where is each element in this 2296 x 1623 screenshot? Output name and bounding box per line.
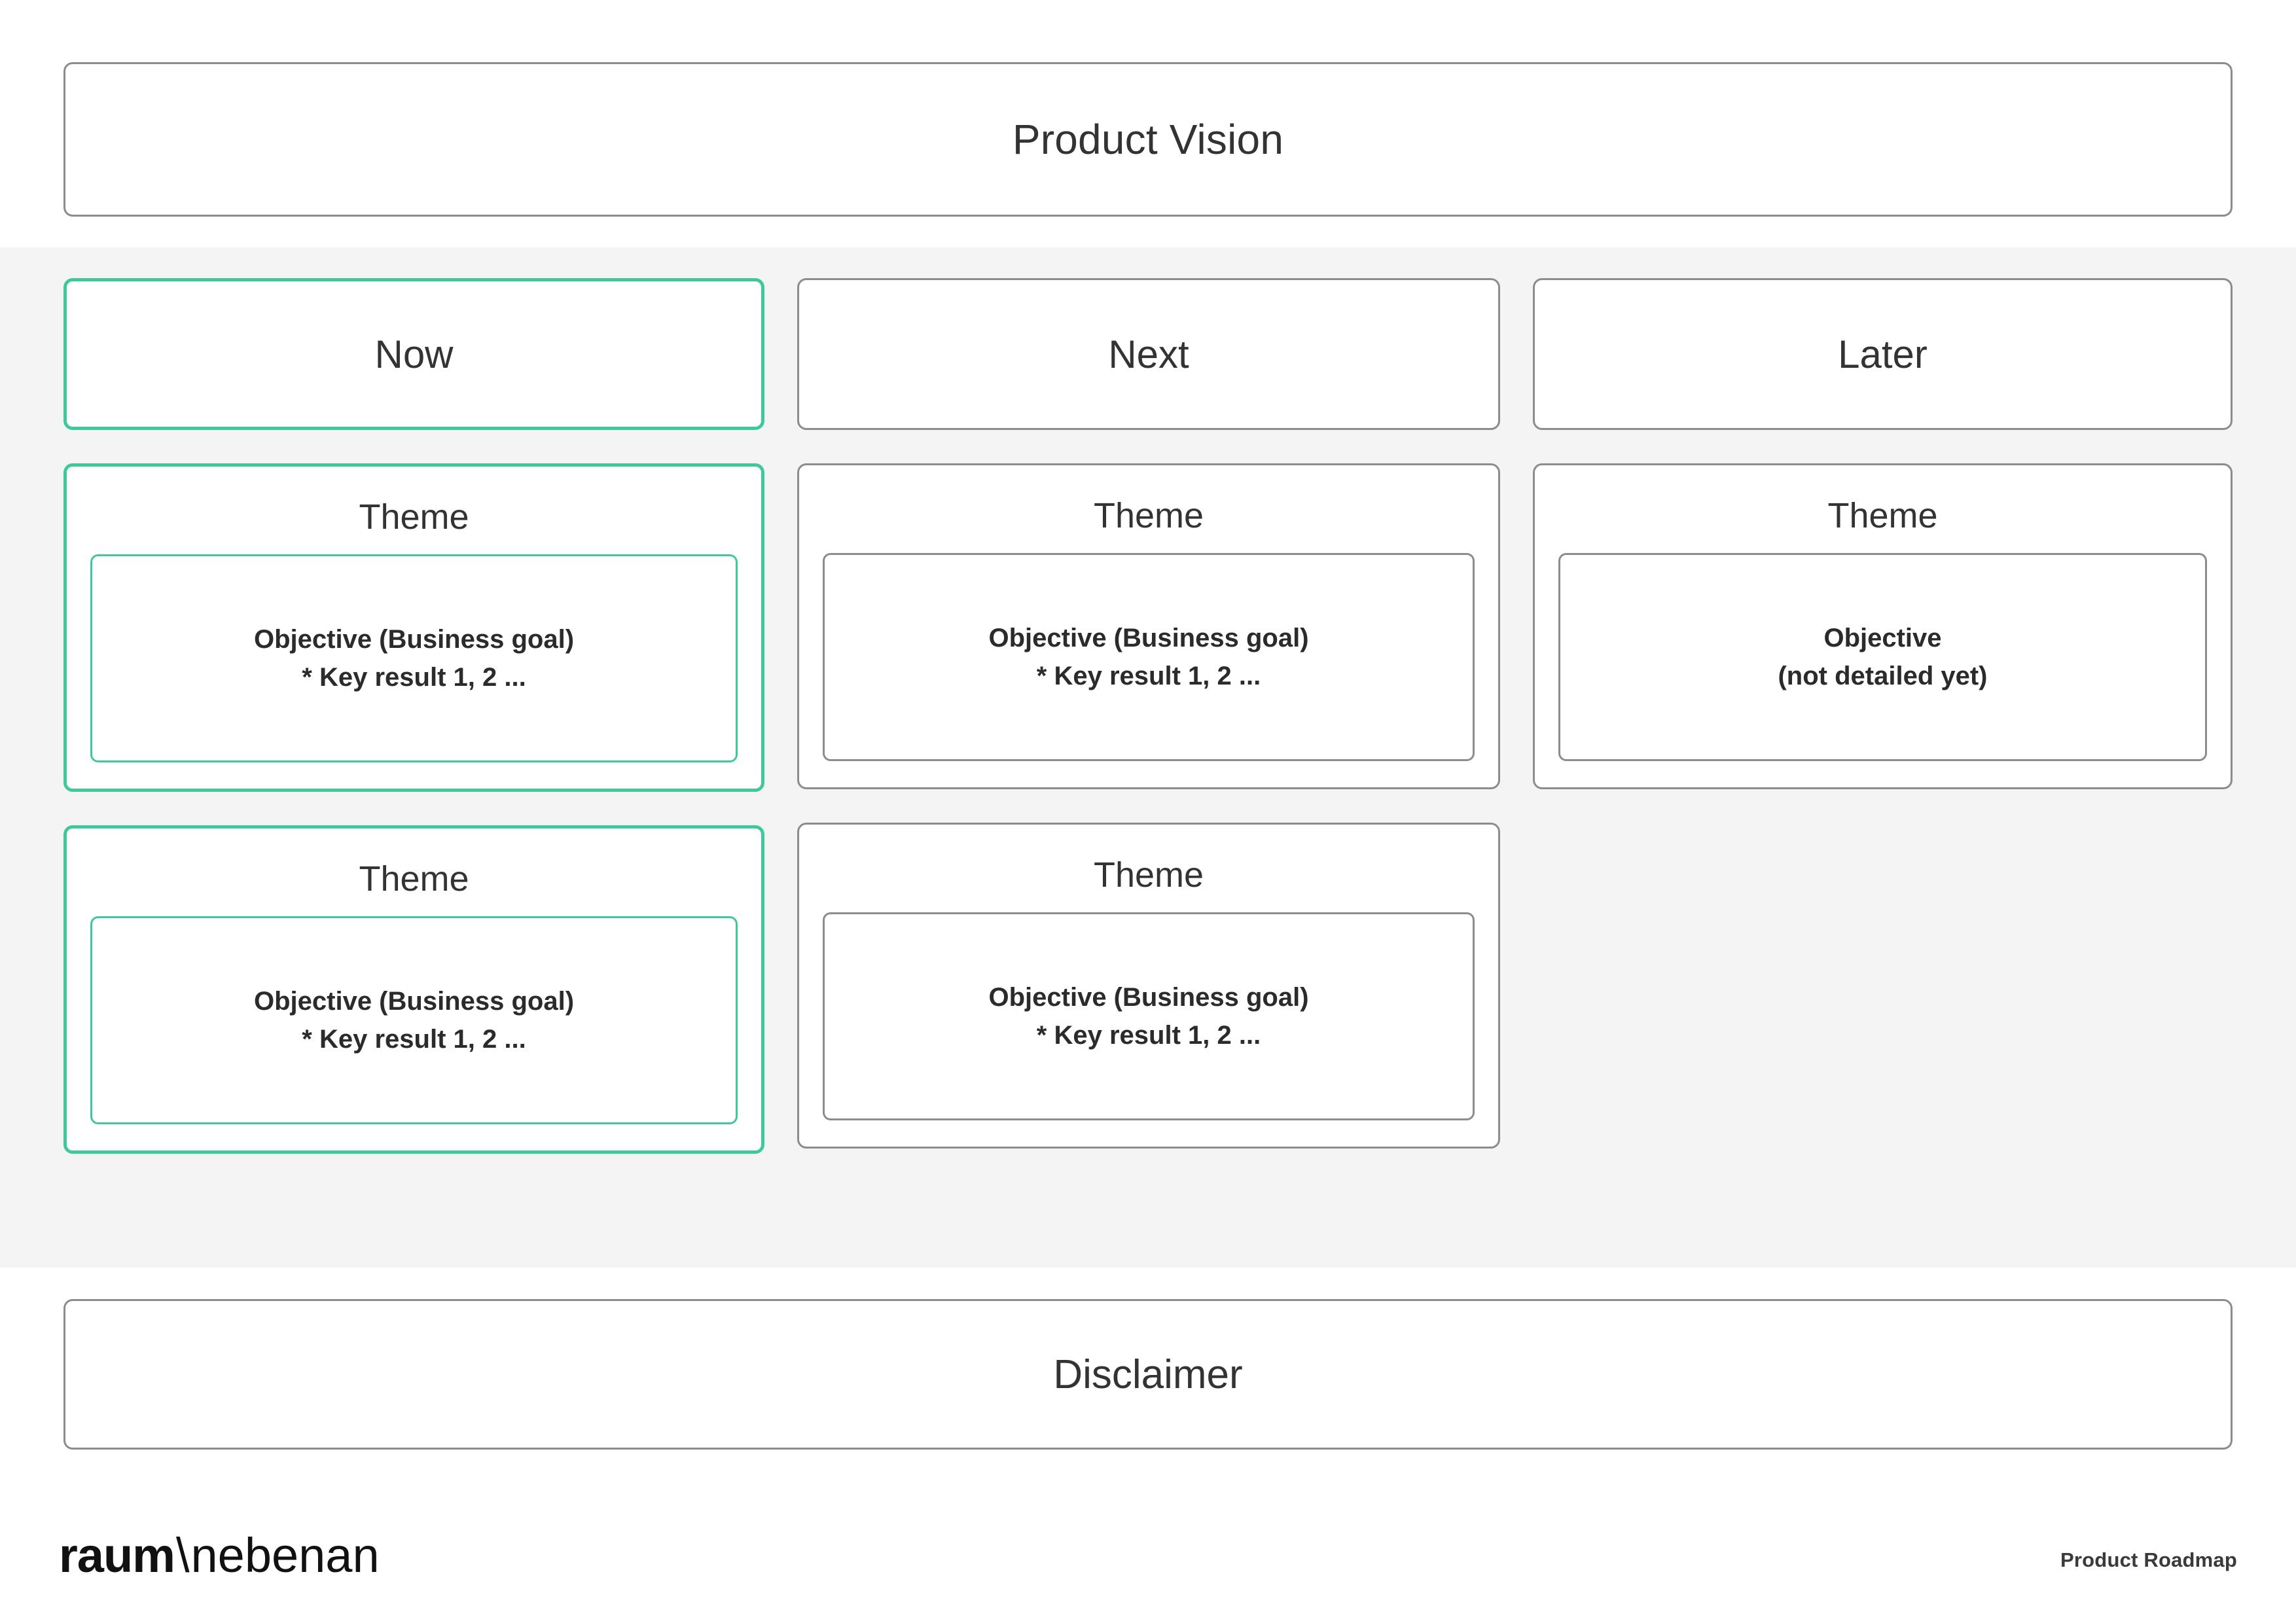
- theme-card[interactable]: Theme Objective (Business goal) * Key re…: [63, 825, 764, 1154]
- brand-logo-light: nebenan: [190, 1528, 380, 1582]
- objective-card[interactable]: Objective (not detailed yet): [1558, 553, 2207, 761]
- column-next: Next Theme Objective (Business goal) * K…: [797, 278, 1500, 1182]
- footer-document-label: Product Roadmap: [2060, 1548, 2237, 1571]
- column-later: Later Theme Objective (not detailed yet): [1533, 278, 2233, 823]
- footer: raum\nebenan Product Roadmap: [0, 1525, 2296, 1623]
- theme-title: Theme: [359, 859, 469, 899]
- brand-logo-strong: raum: [59, 1528, 175, 1582]
- theme-card[interactable]: Theme Objective (Business goal) * Key re…: [797, 823, 1500, 1149]
- theme-title: Theme: [1827, 496, 1938, 535]
- theme-card[interactable]: Theme Objective (Business goal) * Key re…: [63, 463, 764, 792]
- theme-list-later: Theme Objective (not detailed yet): [1533, 463, 2233, 789]
- objective-text: Objective (Business goal) * Key result 1…: [253, 625, 575, 692]
- column-header-next[interactable]: Next: [797, 278, 1500, 430]
- objective-card[interactable]: Objective (Business goal) * Key result 1…: [90, 916, 738, 1124]
- column-header-later[interactable]: Later: [1533, 278, 2233, 430]
- objective-text: Objective (Business goal) * Key result 1…: [988, 624, 1309, 690]
- objective-text: Objective (Business goal) * Key result 1…: [253, 987, 575, 1054]
- objective-card[interactable]: Objective (Business goal) * Key result 1…: [823, 553, 1475, 761]
- theme-title: Theme: [1093, 855, 1204, 895]
- column-header-next-label: Next: [1108, 332, 1189, 376]
- product-vision-card[interactable]: Product Vision: [63, 62, 2233, 217]
- column-now: Now Theme Objective (Business goal) * Ke…: [63, 278, 764, 1187]
- column-header-now[interactable]: Now: [63, 278, 764, 430]
- objective-text: Objective (Business goal) * Key result 1…: [988, 983, 1309, 1050]
- brand-logo: raum\nebenan: [59, 1531, 380, 1580]
- objective-card[interactable]: Objective (Business goal) * Key result 1…: [90, 554, 738, 762]
- product-vision-label: Product Vision: [1012, 116, 1284, 163]
- theme-list-next: Theme Objective (Business goal) * Key re…: [797, 463, 1500, 1149]
- column-header-later-label: Later: [1838, 332, 1928, 376]
- objective-card[interactable]: Objective (Business goal) * Key result 1…: [823, 912, 1475, 1120]
- theme-card[interactable]: Theme Objective (not detailed yet): [1533, 463, 2233, 789]
- brand-logo-slash: \: [175, 1528, 190, 1582]
- disclaimer-label: Disclaimer: [1053, 1351, 1243, 1397]
- theme-card[interactable]: Theme Objective (Business goal) * Key re…: [797, 463, 1500, 789]
- theme-title: Theme: [359, 497, 469, 537]
- column-header-now-label: Now: [374, 332, 454, 376]
- objective-text: Objective (not detailed yet): [1778, 624, 1988, 690]
- theme-title: Theme: [1093, 496, 1204, 535]
- theme-list-now: Theme Objective (Business goal) * Key re…: [63, 463, 764, 1154]
- disclaimer-card[interactable]: Disclaimer: [63, 1299, 2233, 1450]
